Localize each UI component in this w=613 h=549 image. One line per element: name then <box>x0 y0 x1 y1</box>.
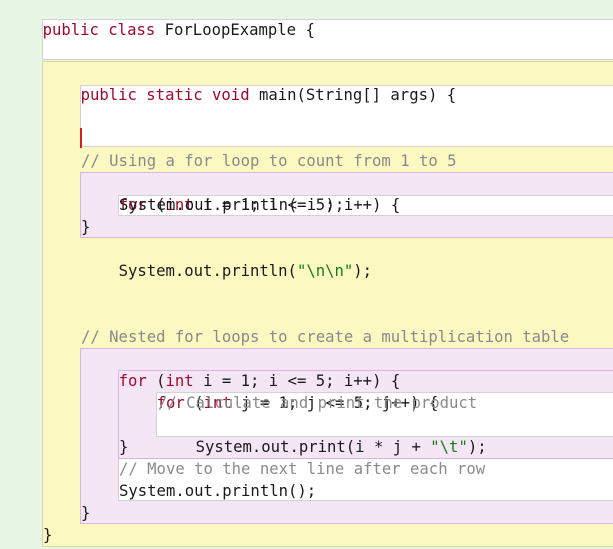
code-line-print-product[interactable]: System.out.print(i * j + "\t"); <box>158 414 487 456</box>
string-literal: "\n\n" <box>296 262 354 280</box>
keyword: int <box>165 372 194 390</box>
code-comment[interactable]: // Nested for loops to create a multipli… <box>81 328 570 346</box>
code-text: ( <box>146 372 166 390</box>
for-loop-body-1 <box>118 195 613 216</box>
code-line-for-loop[interactable]: for (int i = 1; i <= 5; i++) { <box>81 172 401 214</box>
code-text: System.out.print(i * j + <box>195 438 431 456</box>
code-line-class-declaration[interactable]: public class ForLoopExample { <box>5 0 315 39</box>
keyword: public <box>42 21 99 39</box>
code-text: j = 1; j <= 5; j++) { <box>231 394 439 412</box>
code-line-println-empty[interactable]: System.out.println(); <box>119 482 317 500</box>
code-line-inner-for[interactable]: for (int j = 1; j <= 5; j++) { <box>119 370 439 412</box>
code-line-main-declaration[interactable]: public static void main(String[] args) { <box>43 62 457 104</box>
string-literal: "\t" <box>430 438 468 456</box>
keyword: int <box>165 196 194 214</box>
code-comment[interactable]: // Using a for loop to count from 1 to 5 <box>81 152 457 170</box>
keyword: int <box>203 394 232 412</box>
whitespace <box>99 21 108 39</box>
code-text: ); <box>467 438 487 456</box>
method-body-empty-area <box>80 85 613 147</box>
keyword: class <box>108 21 156 39</box>
keyword: void <box>212 86 250 104</box>
keyword: for <box>118 196 147 214</box>
code-comment[interactable]: // Move to the next line after each row <box>119 460 486 478</box>
text-cursor <box>80 128 82 148</box>
code-line-close-brace[interactable]: } <box>81 218 91 236</box>
keyword: for <box>118 372 147 390</box>
keyword: for <box>156 394 185 412</box>
keyword: static <box>146 86 203 104</box>
code-line-println-newlines[interactable]: System.out.println("\n\n"); <box>81 238 373 280</box>
code-line-close-brace[interactable]: } <box>43 526 53 544</box>
code-text: ForLoopExample { <box>155 21 315 39</box>
code-text: ); <box>353 262 373 280</box>
code-text: i = 1; i <= 5; i++) { <box>193 196 401 214</box>
class-body-empty-area <box>42 19 613 60</box>
code-line-close-brace[interactable]: } <box>81 504 91 522</box>
code-text: ( <box>184 394 204 412</box>
code-text: System.out.println( <box>118 262 297 280</box>
whitespace <box>203 86 212 104</box>
code-text: i = 1; i <= 5; i++) { <box>193 372 401 390</box>
code-text: main(String[] args) { <box>249 86 457 104</box>
code-line-close-brace[interactable]: } <box>119 438 129 456</box>
code-line-outer-for[interactable]: for (int i = 1; i <= 5; i++) { <box>81 348 401 390</box>
code-text: ( <box>146 196 166 214</box>
inner-for-loop-body <box>156 392 613 437</box>
whitespace <box>137 86 146 104</box>
keyword: public <box>80 86 137 104</box>
code-line-println[interactable]: System.out.println( i ); <box>119 196 345 214</box>
code-comment[interactable]: // Calculate and print the product <box>158 394 478 412</box>
